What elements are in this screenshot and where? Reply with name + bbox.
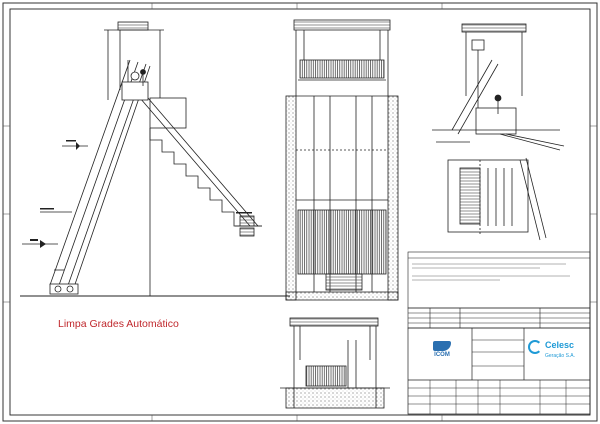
title-block xyxy=(407,327,591,415)
celesc-logo-text: Celesc xyxy=(545,340,575,350)
icom-logo-mark xyxy=(433,340,451,351)
celesc-logo-subtext: Geração S.A. xyxy=(545,353,576,359)
side-elevation-view xyxy=(20,21,290,297)
icom-logo: ICOM xyxy=(424,337,460,361)
right-elevation-view xyxy=(432,23,565,151)
celesc-logo-mark xyxy=(528,340,542,354)
side-elevation-annotations xyxy=(30,140,252,248)
revision-table xyxy=(407,307,591,329)
sheet-inner-border xyxy=(9,8,591,416)
icom-logo-text: ICOM xyxy=(434,351,450,358)
celesc-logo: Celesc Geração S.A. xyxy=(528,336,590,359)
drawing-caption: Limpa Grades Automático xyxy=(58,318,179,330)
bottom-section-view xyxy=(280,317,390,409)
notes-box xyxy=(407,251,591,309)
border-ticks xyxy=(3,3,597,421)
front-section-view xyxy=(285,19,399,301)
rack-detail-view xyxy=(447,157,547,241)
